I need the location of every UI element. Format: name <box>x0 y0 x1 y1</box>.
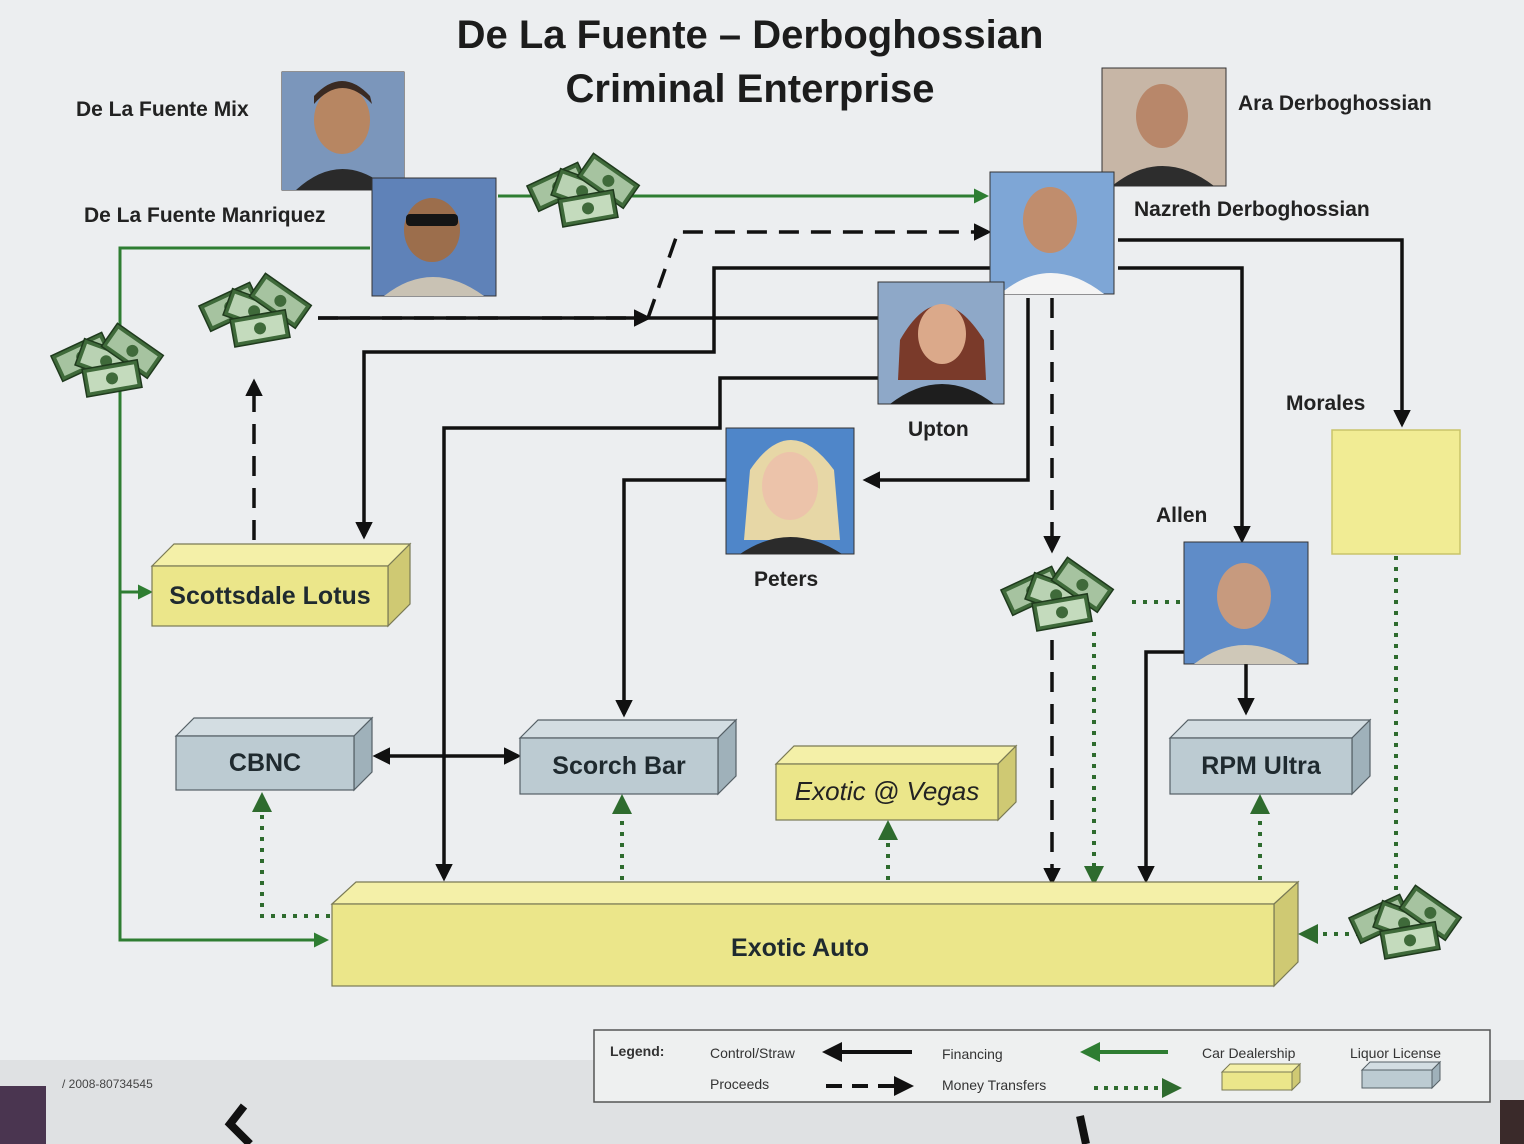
foreground-object-right <box>1500 1100 1524 1144</box>
legend-dealership-label: Car Dealership <box>1202 1045 1296 1061</box>
financing-arrow-to-exotic-auto <box>118 246 370 948</box>
control-arrow-to-allen <box>1118 266 1251 544</box>
photo-allen <box>1183 541 1309 665</box>
label-ara-derboghossian: Ara Derboghossian <box>1238 92 1432 115</box>
legend-proceeds-label: Proceeds <box>710 1076 769 1092</box>
legend-heading: Legend: <box>610 1043 664 1059</box>
transfer-arrow-to-cbnc <box>252 792 330 918</box>
photo-ara-derboghossian <box>1101 67 1227 187</box>
control-arrow-to-morales <box>1118 238 1411 428</box>
exotic-vegas-label: Exotic @ Vegas <box>795 776 979 806</box>
label-de-la-fuente-mix: De La Fuente Mix <box>76 98 249 121</box>
label-peters: Peters <box>754 568 818 591</box>
title-line-1: De La Fuente – Derboghossian <box>457 13 1044 57</box>
legend-control-label: Control/Straw <box>710 1045 796 1061</box>
box-exotic-at-vegas: Exotic @ Vegas <box>774 744 1018 822</box>
scorch-bar-label: Scorch Bar <box>552 752 686 780</box>
control-arrow-upton-exotic <box>435 376 880 882</box>
box-rpm-ultra: RPM Ultra <box>1168 718 1372 796</box>
photo-peters <box>725 427 855 555</box>
foreground-clip-right <box>1076 1115 1090 1144</box>
control-arrow-peters-scorch <box>615 478 726 718</box>
photo-nazreth-derboghossian <box>989 171 1115 295</box>
label-de-la-fuente-manriquez: De La Fuente Manriquez <box>84 204 326 227</box>
legend-liquor-swatch <box>1360 1060 1442 1090</box>
label-nazreth-derboghossian: Nazreth Derboghossian <box>1134 198 1370 221</box>
control-arrow-to-scottsdale <box>355 266 992 540</box>
label-allen: Allen <box>1156 504 1207 527</box>
title-line-2: Criminal Enterprise <box>565 67 934 111</box>
label-morales: Morales <box>1286 392 1365 415</box>
foreground-object-left <box>0 1086 46 1144</box>
legend: Legend: Control/Straw Proceeds Financing… <box>593 1029 1491 1103</box>
proceeds-arrow-to-nazreth <box>646 223 992 319</box>
box-scorch-bar: Scorch Bar <box>518 718 738 796</box>
box-scottsdale-lotus: Scottsdale Lotus <box>150 542 412 628</box>
control-arrow-to-peters <box>862 298 1030 489</box>
foreground-clip-left <box>224 1103 253 1144</box>
label-upton: Upton <box>908 418 969 441</box>
legend-financing-label: Financing <box>942 1046 1003 1062</box>
photo-upton <box>877 281 1005 405</box>
legend-dealership-swatch <box>1220 1062 1302 1092</box>
legend-transfers-label: Money Transfers <box>942 1077 1046 1093</box>
cbnc-label: CBNC <box>229 749 301 777</box>
box-cbnc: CBNC <box>174 716 374 792</box>
photo-de-la-fuente-manriquez <box>371 177 497 297</box>
morales-placeholder-note <box>1331 429 1461 555</box>
case-number: / 2008-80734545 <box>62 1077 153 1091</box>
exotic-auto-label: Exotic Auto <box>731 934 869 962</box>
control-arrow-allen-exotic <box>1137 650 1186 884</box>
scottsdale-lotus-label: Scottsdale Lotus <box>169 582 370 610</box>
photo-de-la-fuente-mix <box>281 71 405 191</box>
legend-liquor-label: Liquor License <box>1350 1045 1441 1061</box>
box-exotic-auto: Exotic Auto <box>330 880 1300 988</box>
rpm-ultra-label: RPM Ultra <box>1201 752 1322 780</box>
